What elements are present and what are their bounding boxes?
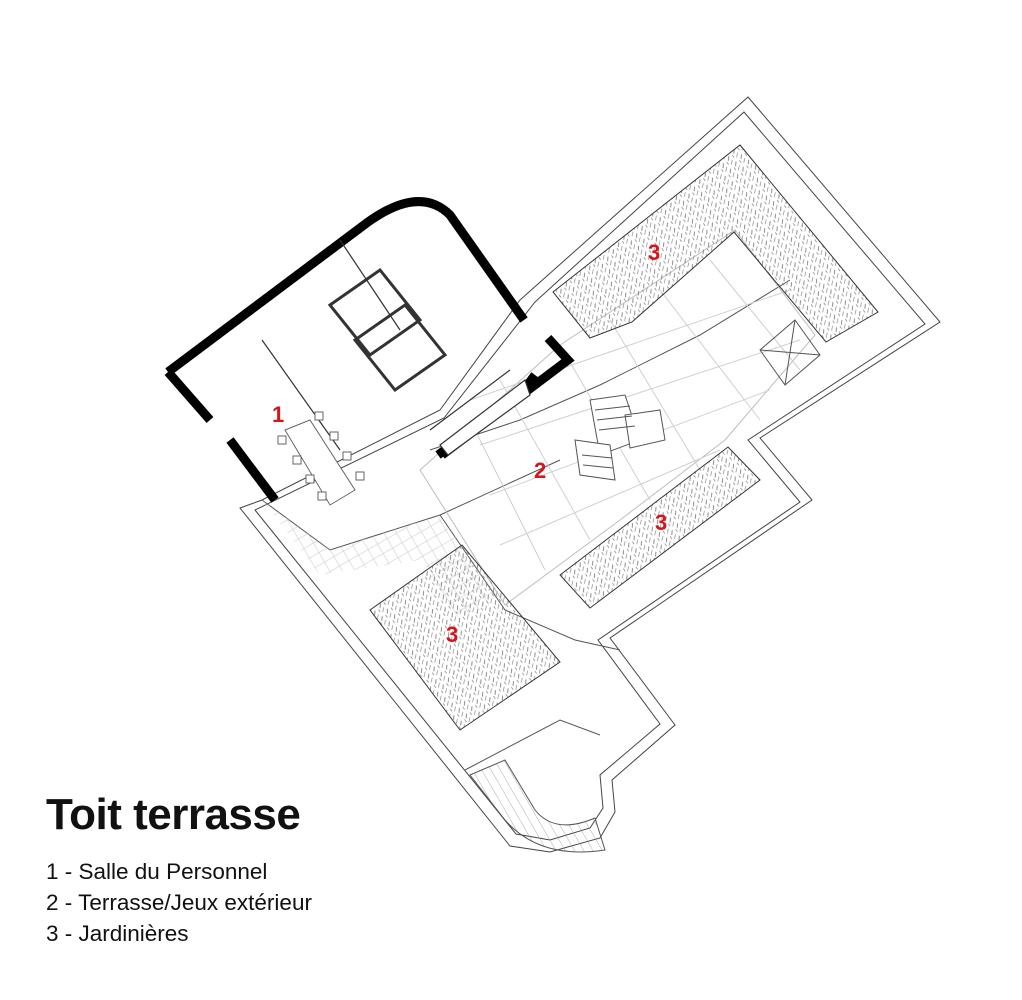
- building-interior: [261, 239, 531, 456]
- meeting-table: [277, 411, 365, 506]
- legend-item-1: 1 - Salle du Personnel: [46, 859, 268, 884]
- planter-top: [552, 144, 879, 343]
- corner-stair: [469, 759, 606, 853]
- legend: 1 - Salle du Personnel 2 - Terrasse/Jeux…: [46, 856, 312, 949]
- legend-item-3: 3 - Jardinières: [46, 921, 189, 946]
- legend-item-2: 2 - Terrasse/Jeux extérieur: [46, 890, 312, 915]
- planter-bottom: [369, 544, 561, 731]
- planters: [369, 144, 879, 731]
- zone-label-1: 1: [272, 402, 284, 427]
- zone-label-2: 2: [534, 458, 546, 483]
- zone-label-3-middle: 3: [655, 510, 667, 535]
- skylight: [759, 319, 821, 386]
- floor-outline: [261, 279, 791, 771]
- planter-middle: [559, 446, 761, 609]
- page-title: Toit terrasse: [46, 790, 301, 839]
- zone-label-3-bottom: 3: [446, 622, 458, 647]
- site-boundary: [239, 96, 941, 853]
- play-structure: [574, 394, 666, 481]
- zone-label-3-top: 3: [648, 240, 660, 265]
